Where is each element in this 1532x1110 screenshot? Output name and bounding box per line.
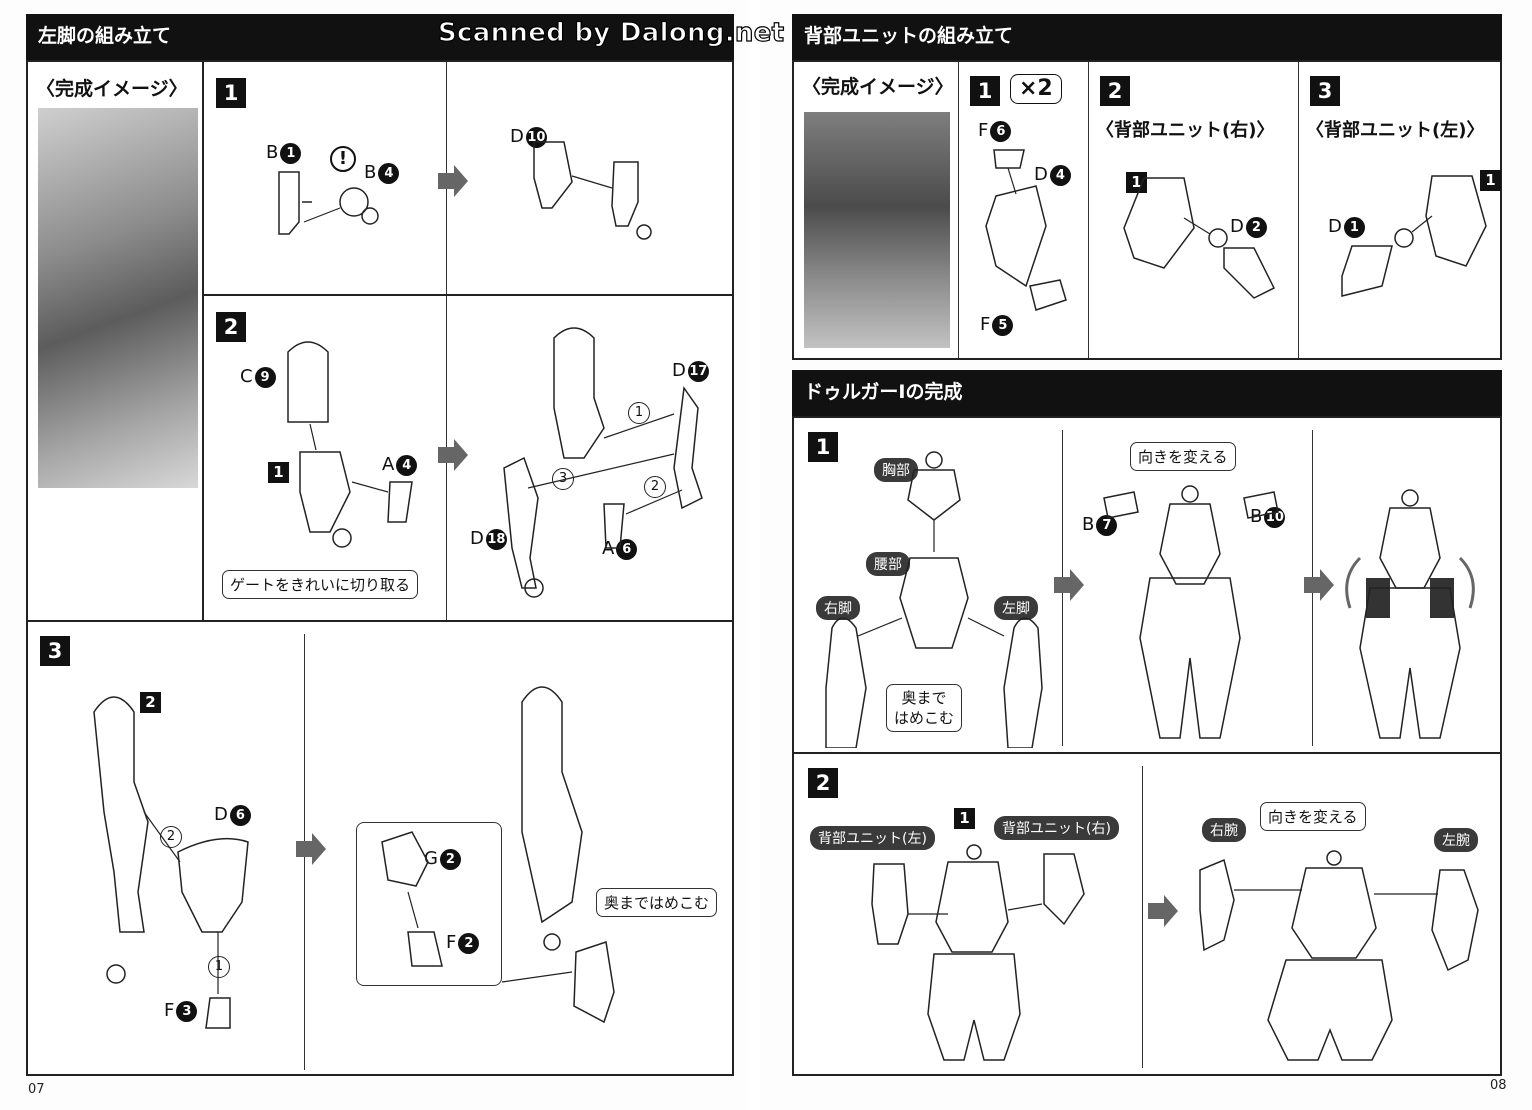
final-assembly-header-title: ドゥルガーⅠの完成: [804, 381, 963, 403]
part-sketch: [381, 686, 615, 1024]
push-in-note: 奥まではめこむ: [596, 888, 718, 917]
body-sketch: [871, 844, 1085, 1061]
waist-label: 腰部: [866, 552, 910, 576]
step-divider: [1142, 766, 1143, 1068]
left-arm-label: 左腕: [1434, 828, 1478, 852]
scan-watermark: Scanned by Dalong.net: [437, 17, 785, 48]
step-divider: [958, 62, 959, 358]
final-step2-panel: 2 背部ユニット(左) 1 背部ユニット(右) 右腕 向きを変える 左腕: [792, 752, 1502, 1076]
step-number-badge: 1: [970, 76, 1000, 106]
step-number-badge: 1: [808, 432, 838, 462]
order-number: 3: [552, 468, 574, 490]
step-flow-arrow: [1148, 895, 1178, 927]
part-sketch: [278, 171, 379, 235]
part-sketch: [985, 149, 1067, 311]
sub-assembly-ref: 1: [954, 808, 975, 829]
left-leg-label: 左脚: [994, 596, 1038, 620]
part-sketch: [1341, 175, 1487, 297]
sub-assembly-ref: 1: [1126, 172, 1147, 193]
quantity-badge: ×2: [1010, 74, 1062, 104]
step-flow-arrow: [1054, 569, 1084, 601]
sub-assembly-ref: 2: [140, 692, 161, 713]
order-number: 1: [628, 402, 650, 424]
step-number-badge: 1: [216, 78, 246, 108]
step-divider: [1088, 62, 1089, 358]
back-unit-left-label: 背部ユニット(左): [810, 826, 935, 850]
step-number-badge: 3: [40, 636, 70, 666]
sub-assembly-box: [356, 822, 502, 986]
chest-label: 胸部: [874, 458, 918, 482]
final-assembly-header: ドゥルガーⅠの完成: [792, 370, 1502, 416]
body-sketch: [825, 451, 1043, 748]
gate-cut-note: ゲートをきれいに切り取る: [222, 570, 419, 599]
left-page-header: 左脚の組み立て: [26, 14, 734, 60]
sub-assembly-ref: 1: [1480, 170, 1501, 191]
step-number-badge: 2: [808, 768, 838, 798]
step-flow-arrow: [438, 439, 468, 471]
part-sketch: [533, 141, 652, 240]
step-flow-arrow: [438, 165, 468, 197]
step-number-badge: 2: [216, 312, 246, 342]
step-flow-arrow: [296, 833, 326, 865]
right-arm-label: 右腕: [1202, 818, 1246, 842]
step-flow-arrow: [1304, 569, 1334, 601]
page-number: 08: [1490, 1078, 1507, 1093]
order-number: 2: [644, 476, 666, 498]
body-sketch: [1345, 489, 1475, 739]
back-unit-left-title: 〈背部ユニット(左)〉: [1306, 120, 1485, 141]
part-sketch: [503, 327, 703, 598]
left-leg-photo: [38, 108, 198, 488]
right-leg-label: 右脚: [816, 596, 860, 620]
back-unit-header: 背部ユニットの組み立て: [792, 14, 1502, 60]
push-in-note: 奥まで はめこむ: [886, 684, 963, 732]
back-unit-right-label: 背部ユニット(右): [994, 816, 1119, 840]
page-number: 07: [28, 1082, 45, 1097]
completed-image-label: 〈完成イメージ〉: [36, 78, 188, 100]
left-header-title: 左脚の組み立て: [38, 25, 172, 47]
order-number: 1: [208, 956, 230, 978]
completed-image-panel-left: 〈完成イメージ〉: [26, 60, 204, 622]
part-sketch: [93, 696, 249, 1029]
turn-direction-note: 向きを変える: [1130, 442, 1236, 471]
warning-icon: !: [330, 146, 356, 172]
step-number-badge: 3: [1310, 76, 1340, 106]
part-sketch: [1123, 177, 1276, 299]
back-unit-right-title: 〈背部ユニット(右)〉: [1096, 120, 1275, 141]
sub-assembly-ref: 1: [268, 462, 289, 483]
back-unit-photo: [804, 112, 950, 348]
completed-image-label: 〈完成イメージ〉: [802, 76, 954, 98]
turn-direction-note: 向きを変える: [1260, 802, 1366, 831]
body-sketch: [1103, 485, 1279, 739]
body-sketch: [1199, 850, 1479, 1061]
back-unit-header-title: 背部ユニットの組み立て: [804, 25, 1014, 47]
step-divider: [1298, 62, 1299, 358]
step-number-badge: 2: [1100, 76, 1130, 106]
part-sketch: [287, 341, 413, 548]
